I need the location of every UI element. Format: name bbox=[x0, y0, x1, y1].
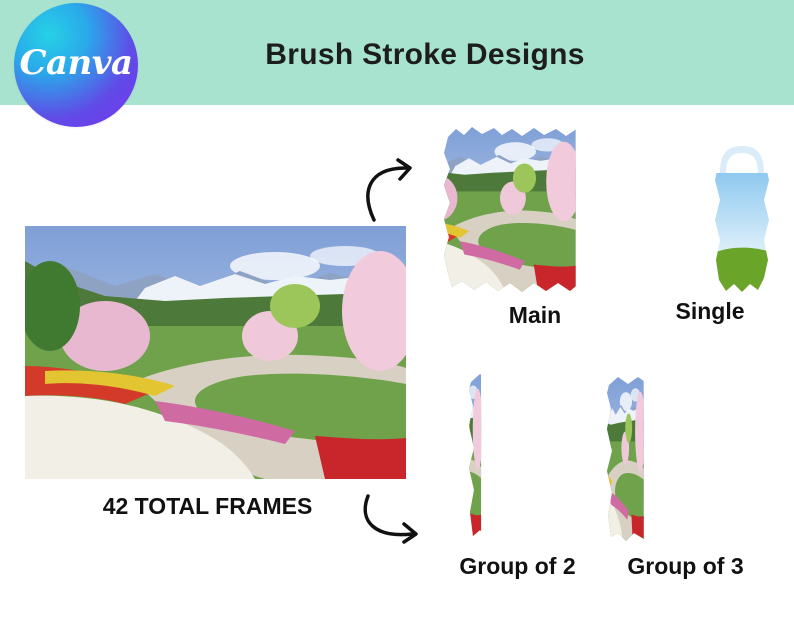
brush-frame-group3-middle bbox=[661, 375, 713, 543]
curved-arrow-icon bbox=[363, 494, 418, 544]
canva-logo: Canva bbox=[14, 3, 138, 127]
total-frames-caption: 42 TOTAL FRAMES bbox=[102, 493, 313, 519]
page-title: Brush Stroke Designs bbox=[265, 38, 585, 71]
brush-frame-group3-left bbox=[606, 375, 658, 543]
label-group-of-2: Group of 2 bbox=[459, 553, 576, 579]
main-photo bbox=[25, 226, 406, 479]
label-main: Main bbox=[508, 302, 562, 328]
brush-frame-group3-right bbox=[716, 375, 768, 543]
brush-frame-group2-left bbox=[468, 372, 518, 542]
brush-frame-single-photo bbox=[648, 128, 704, 293]
curved-arrow-icon bbox=[366, 158, 412, 222]
label-single: Single bbox=[675, 298, 745, 324]
brush-frame-group2-right bbox=[521, 372, 571, 542]
brush-frame-single-placeholder bbox=[714, 128, 770, 293]
label-group-of-3: Group of 3 bbox=[627, 553, 744, 579]
brush-frame-main bbox=[442, 125, 618, 293]
logo-text: Canva bbox=[19, 43, 133, 83]
